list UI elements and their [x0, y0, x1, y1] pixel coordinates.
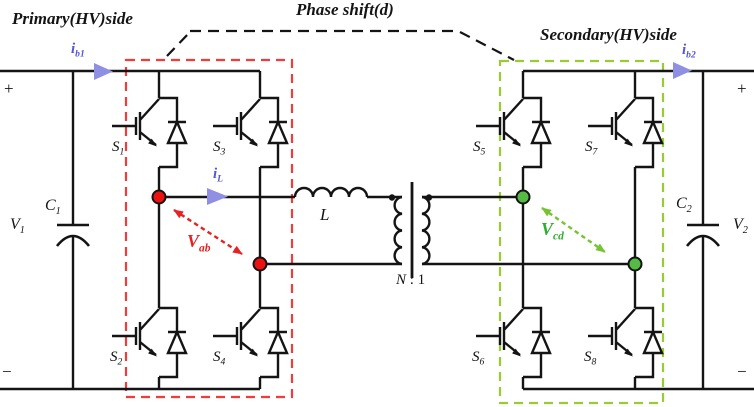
transformer [388, 182, 433, 278]
secondary-bridge-outline [498, 59, 665, 405]
switch-label-s1: S1 [112, 139, 125, 158]
switch-label-s4: S4 [213, 349, 226, 368]
current-il-label: iL [213, 166, 224, 185]
polarity-dot-primary [388, 194, 396, 201]
v1-label: V1 [10, 216, 25, 236]
minus-sign-right: − [737, 362, 747, 381]
igbt-cell-s8 [586, 306, 664, 379]
vcd-arrow [541, 207, 606, 253]
v2-label: V2 [733, 216, 748, 236]
minus-sign-left: − [2, 362, 12, 381]
node-b [252, 256, 268, 272]
switch-label-s3: S3 [213, 139, 226, 158]
capacitor-c2 [685, 223, 721, 247]
igbt-cell-s7 [586, 96, 664, 169]
c2-label: C2 [676, 195, 692, 215]
transformer-ratio-label: N : 1 [396, 272, 426, 288]
node-d [627, 256, 643, 272]
plus-sign-left: + [4, 79, 14, 98]
ib1-arrow-icon [94, 63, 113, 80]
plus-sign-right: + [737, 79, 747, 98]
switch-label-s8: S8 [584, 349, 597, 368]
wires [0, 69, 754, 391]
primary-side-label: Primary(HV)side [12, 9, 133, 28]
switch-label-s7: S7 [585, 139, 598, 158]
secondary-side-label: Secondary(HV)side [540, 25, 677, 44]
switch-label-s6: S6 [472, 349, 485, 368]
transformer-secondary-winding [421, 195, 431, 266]
vab-arrow [173, 208, 243, 256]
c1-label: C1 [45, 197, 61, 217]
switch-label-s5: S5 [473, 139, 486, 158]
node-a [151, 189, 167, 205]
capacitor-c1 [55, 223, 91, 247]
phase-shift-label: Phase shift(d) [296, 0, 394, 19]
igbt-cell-s6 [474, 306, 552, 379]
current-ib2-label: ib2 [682, 42, 696, 61]
transformer-primary-winding [393, 195, 403, 266]
inductor-label: L [320, 205, 330, 224]
polarity-dot-secondary [425, 194, 433, 201]
switch-label-s2: S2 [110, 349, 123, 368]
current-ib1-label: ib1 [71, 41, 85, 60]
ib2-arrow-icon [673, 62, 692, 79]
primary-bridge-outline [124, 58, 294, 399]
phase-shift-bracket [166, 29, 515, 61]
node-c [515, 189, 531, 205]
voltage-vcd-label: Vcd [541, 219, 564, 243]
igbt-cell-s5 [474, 96, 552, 169]
voltage-vab-label: Vab [187, 231, 211, 255]
igbt-cell-s2 [110, 306, 188, 379]
inductor-coil [293, 186, 369, 198]
il-arrow-icon [207, 188, 228, 205]
